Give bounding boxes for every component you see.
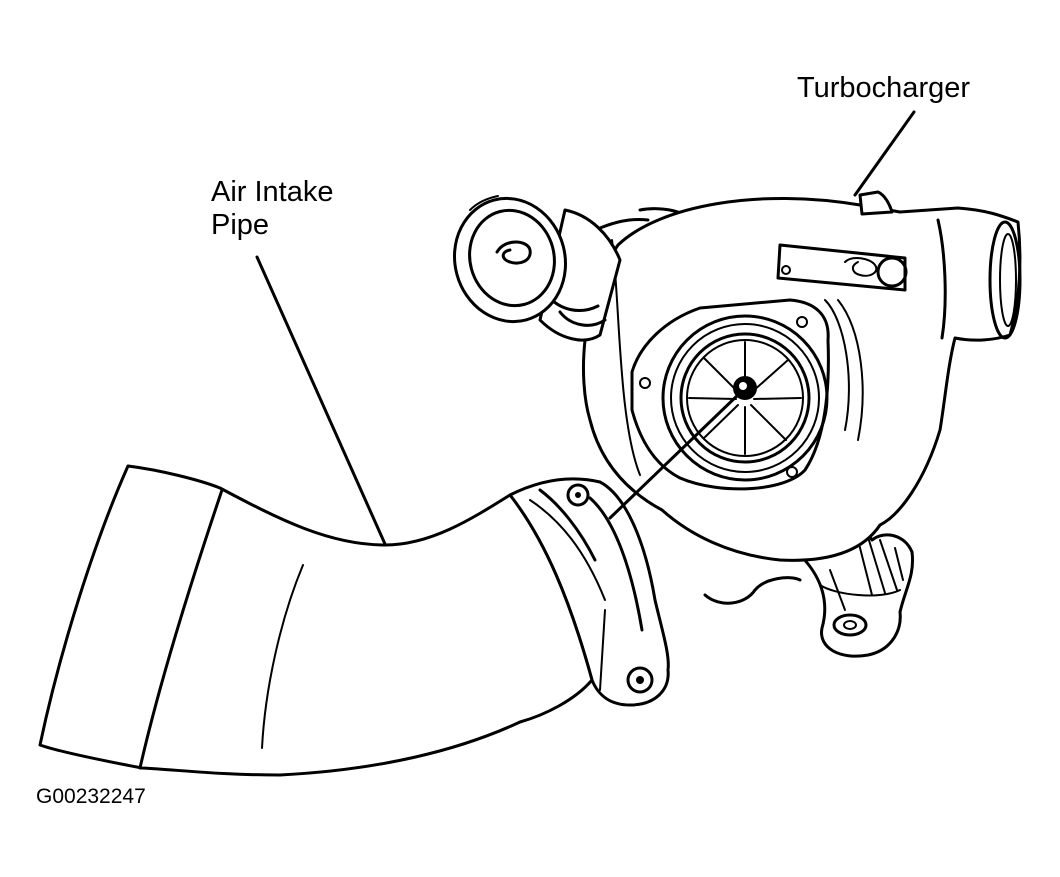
compressor-inlet-leader-line (608, 390, 743, 520)
air-intake-pipe-label-line2: Pipe (211, 209, 270, 241)
turbocharger-leader-line (853, 110, 916, 197)
turbocharger-illustration (453, 190, 1022, 658)
figure-id: G00232247 (36, 785, 146, 808)
turbo-compressor-inlet (630, 298, 830, 491)
turbocharger-label: Turbocharger (797, 72, 971, 104)
air-intake-pipe-illustration (38, 464, 670, 777)
compressor-wheel-blades (688, 341, 802, 455)
leader-lines (255, 110, 916, 546)
turbo-mounting-bracket (703, 527, 915, 658)
air-intake-pipe-leader-line (255, 255, 387, 546)
air-intake-pipe-label: Air Intake Pipe (211, 176, 334, 242)
turbo-actuator (453, 195, 622, 342)
air-intake-pipe-label-line1: Air Intake (211, 176, 334, 208)
